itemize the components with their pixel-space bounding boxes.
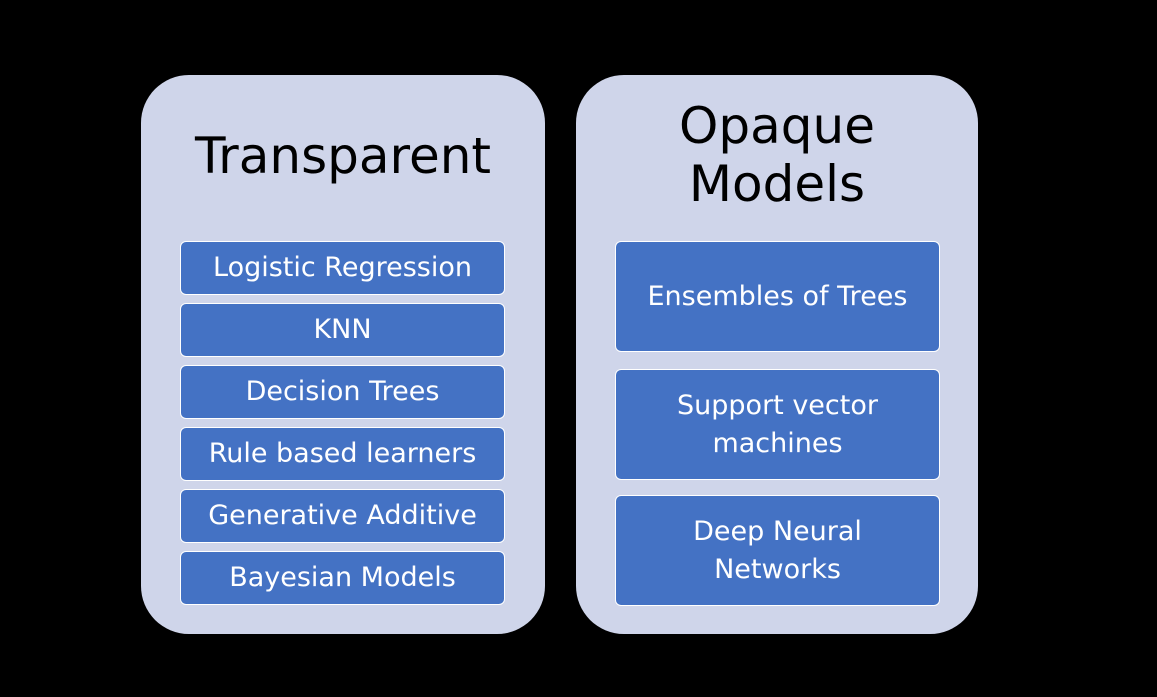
item-logistic-regression: Logistic Regression (180, 241, 505, 295)
item-generative-additive: Generative Additive (180, 489, 505, 543)
item-deep-neural-networks: Deep Neural Networks (615, 495, 940, 606)
item-rule-based-learners: Rule based learners (180, 427, 505, 481)
opaque-models-panel: Opaque Models Ensembles of Trees Support… (576, 75, 978, 634)
item-knn: KNN (180, 303, 505, 357)
item-bayesian-models: Bayesian Models (180, 551, 505, 605)
opaque-panel-title: Opaque Models (679, 97, 875, 213)
item-decision-trees: Decision Trees (180, 365, 505, 419)
transparent-panel-title: Transparent (194, 127, 492, 185)
item-support-vector-machines: Support vector machines (615, 369, 940, 480)
transparent-models-panel: Transparent Logistic Regression KNN Deci… (141, 75, 545, 634)
item-ensembles-of-trees: Ensembles of Trees (615, 241, 940, 352)
